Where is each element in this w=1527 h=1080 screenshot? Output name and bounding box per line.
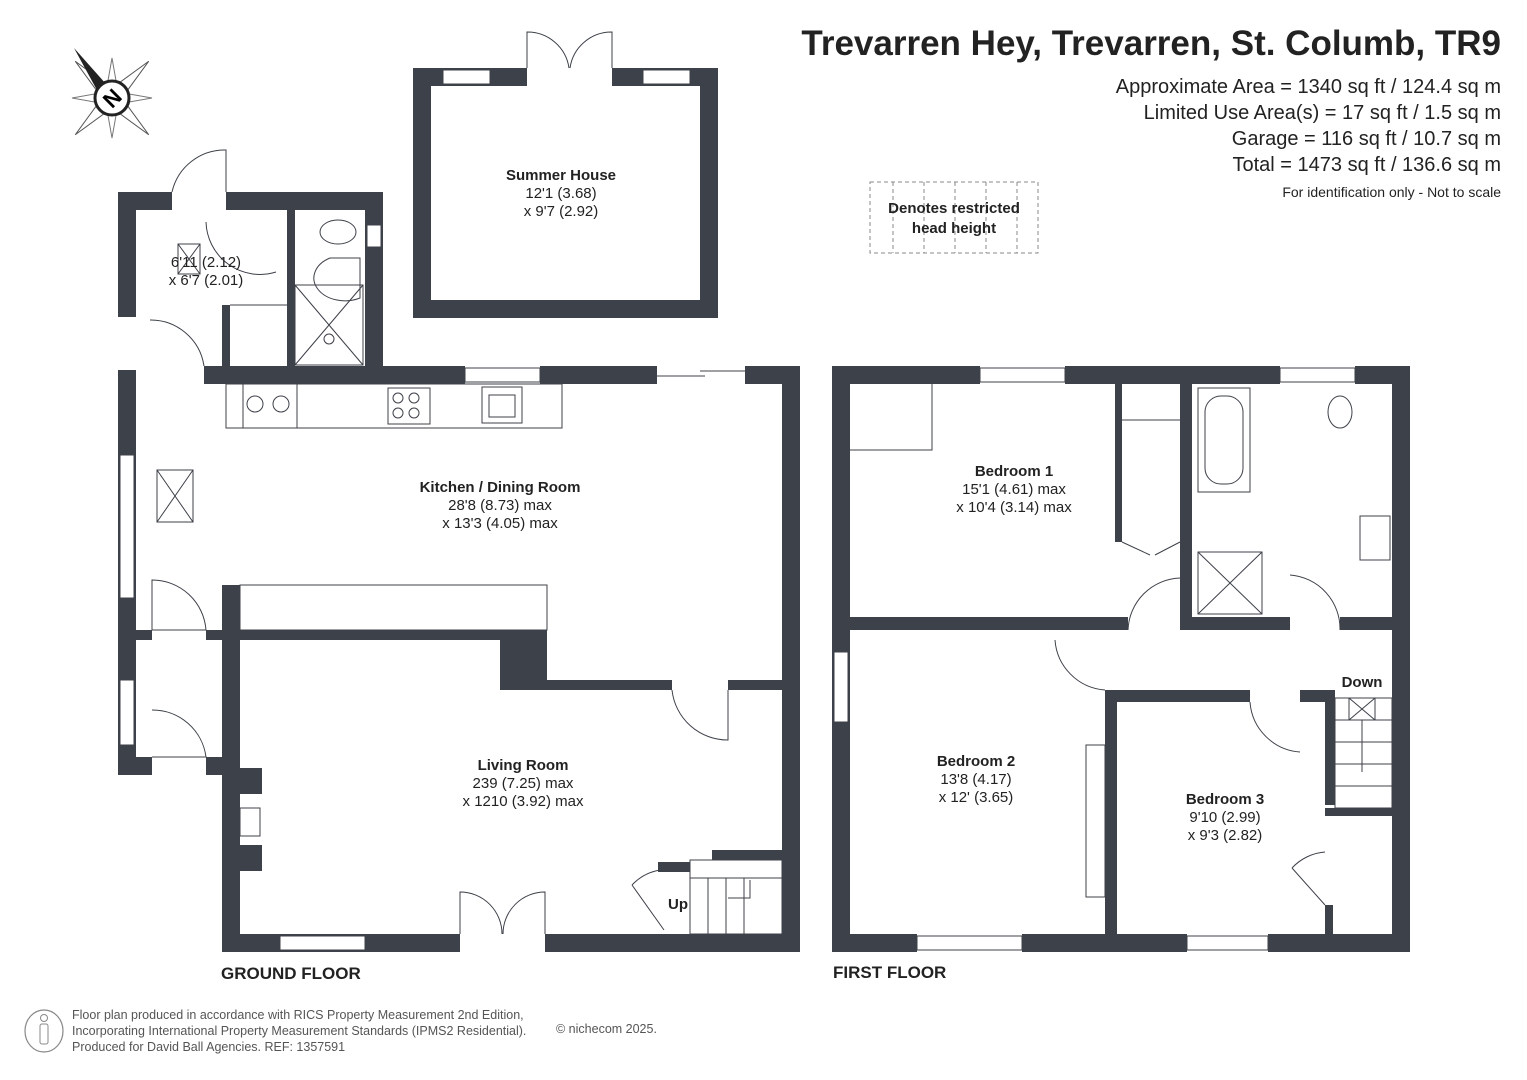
total-area: Total = 1473 sq ft / 136.6 sq m [1232, 154, 1502, 176]
person-icon [24, 1009, 64, 1053]
bedroom3-name: Bedroom 3 [1186, 791, 1264, 808]
first-floor-label: FIRST FLOOR [833, 963, 947, 982]
living-room-dimension: 239 (7.25) max [473, 775, 574, 792]
first-floor-walls [832, 366, 1410, 952]
area-summary: Approximate Area = 1340 sq ft / 124.4 sq… [1116, 74, 1501, 178]
stairs-up-label: Up [668, 896, 688, 913]
kitchen-dimension: x 13'3 (4.05) max [442, 515, 558, 532]
bedroom2-name: Bedroom 2 [937, 753, 1015, 770]
restricted-legend-text: head height [912, 220, 996, 237]
bedroom2-dimension: x 12' (3.65) [939, 789, 1014, 806]
bedroom1-name: Bedroom 1 [975, 463, 1053, 480]
ground-floor-walls [118, 149, 800, 952]
footer-line: Floor plan produced in accordance with R… [72, 1008, 524, 1022]
copyright: © nichecom 2025. [556, 1022, 657, 1036]
bedroom1-dimension: 15'1 (4.61) max [962, 481, 1066, 498]
living-room-dimension: x 1210 (3.92) max [463, 793, 584, 810]
stairs-down-label: Down [1342, 674, 1383, 691]
kitchen-dimension: 28'8 (8.73) max [448, 497, 552, 514]
summer-house [413, 31, 718, 318]
footer-line: Produced for David Ball Agencies. REF: 1… [72, 1040, 346, 1054]
approximate-area: Approximate Area = 1340 sq ft / 124.4 sq… [1115, 76, 1501, 98]
compass-icon: N [71, 48, 153, 139]
living-room-name: Living Room [478, 757, 569, 774]
bedroom1-dimension: x 10'4 (3.14) max [956, 499, 1072, 516]
summer-house-name: Summer House [506, 167, 616, 184]
summer-house-dimension: 12'1 (3.68) [525, 185, 596, 202]
ground-floor-label: GROUND FLOOR [221, 964, 361, 983]
scale-note: For identification only - Not to scale [1282, 184, 1501, 200]
garage-area: Garage = 116 sq ft / 10.7 sq m [1231, 128, 1501, 150]
summer-house-dimension: x 9'7 (2.92) [524, 203, 599, 220]
bedroom3-dimension: x 9'3 (2.82) [1188, 827, 1263, 844]
footer-line: Incorporating International Property Mea… [72, 1024, 527, 1038]
utility-dimension: 6'11 (2.12) [171, 254, 241, 271]
kitchen-fixtures [156, 219, 783, 935]
utility-dimension: x 6'7 (2.01) [169, 272, 244, 289]
restricted-legend-text: Denotes restricted [888, 200, 1020, 217]
kitchen-name: Kitchen / Dining Room [420, 479, 581, 496]
restricted-height-legend: Denotes restricted head height [869, 181, 1039, 254]
bedroom3-dimension: 9'10 (2.99) [1189, 809, 1260, 826]
property-title: Trevarren Hey, Trevarren, St. Columb, TR… [801, 24, 1501, 63]
limited-use-area: Limited Use Area(s) = 17 sq ft / 1.5 sq … [1143, 102, 1501, 124]
bedroom2-dimension: 13'8 (4.17) [940, 771, 1011, 788]
footer-text: Floor plan produced in accordance with R… [72, 1007, 526, 1055]
